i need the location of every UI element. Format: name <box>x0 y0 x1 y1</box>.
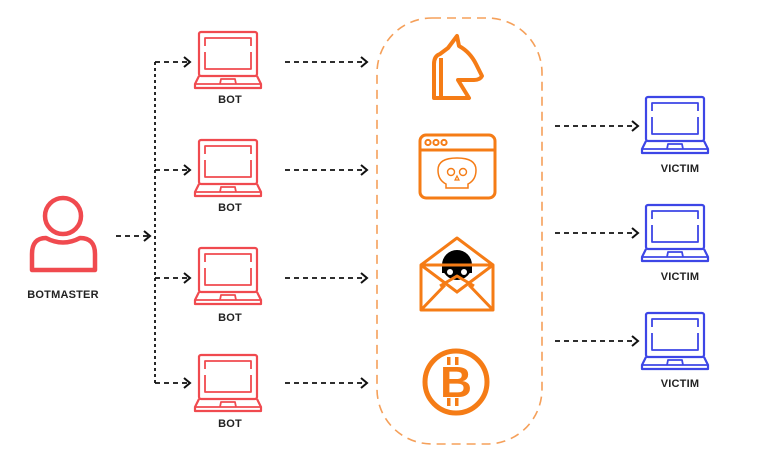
victim-label: VICTIM <box>660 378 700 390</box>
arrow-head-icon <box>143 230 152 242</box>
arrow-head-icon <box>183 272 192 284</box>
victim-laptop-icon <box>640 311 710 371</box>
arrow-head-icon <box>631 227 640 239</box>
user-icon <box>29 195 98 273</box>
bot-laptop-icon <box>193 138 263 198</box>
bot-label: BOT <box>218 312 242 324</box>
arrow-head-icon <box>360 377 369 389</box>
victim-label: VICTIM <box>660 271 700 283</box>
arrow-head-icon <box>360 164 369 176</box>
bot-label: BOT <box>218 418 242 430</box>
bot-label: BOT <box>218 202 242 214</box>
arrow-head-icon <box>183 56 192 68</box>
botmaster-label: BOTMASTER <box>27 289 99 301</box>
arrow-head-icon <box>631 335 640 347</box>
victim-laptop-icon <box>640 203 710 263</box>
bot-laptop-icon <box>193 30 263 90</box>
bitcoin-icon: B <box>422 348 490 416</box>
arrow-head-icon <box>631 120 640 132</box>
arrow-head-icon <box>183 377 192 389</box>
browser-skull-icon <box>418 133 497 200</box>
bot-label: BOT <box>218 94 242 106</box>
victim-laptop-icon <box>640 95 710 155</box>
connectors <box>116 56 640 389</box>
envelope-hacker-icon <box>419 236 495 312</box>
arrow-head-icon <box>360 56 369 68</box>
victim-label: VICTIM <box>660 163 700 175</box>
arrow-head-icon <box>360 272 369 284</box>
bot-laptop-icon <box>193 353 263 413</box>
bot-laptop-icon <box>193 246 263 306</box>
attack-group-box <box>376 17 543 445</box>
arrow-head-icon <box>183 164 192 176</box>
trojan-horse-icon <box>432 34 484 100</box>
